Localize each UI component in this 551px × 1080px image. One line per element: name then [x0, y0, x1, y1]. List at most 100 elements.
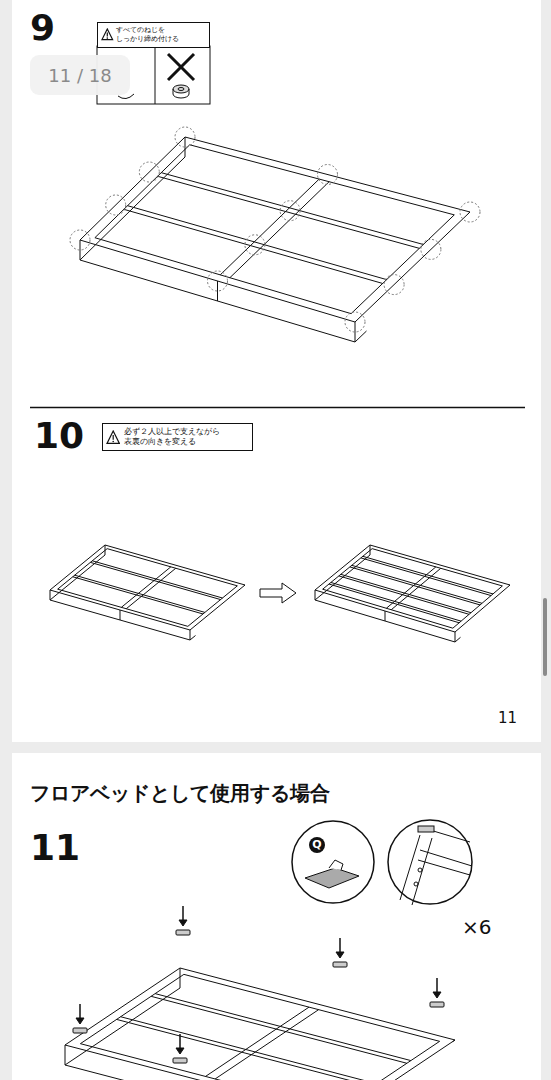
joint-marker: [106, 195, 126, 215]
joint-marker: [245, 235, 265, 255]
frame-edge: [80, 157, 185, 260]
frame-edge: [230, 182, 329, 278]
pad: [173, 1058, 187, 1063]
frame-edge: [355, 331, 367, 342]
frame-edge: [155, 994, 411, 1061]
frame-edge: [329, 584, 459, 623]
pad-detail: [418, 826, 434, 832]
frame-edge: [121, 1017, 377, 1080]
frame-edge: [391, 568, 441, 609]
frame-edge: [65, 1045, 66, 1065]
warning-text: 必ず２人以上で支えながら 表裏の向きを変える: [124, 427, 234, 447]
nut-icon: [173, 89, 189, 98]
frame-edge: [105, 545, 106, 555]
arrow-head: [76, 1018, 84, 1024]
frame-edge: [128, 206, 387, 280]
part-letter: Q: [309, 837, 325, 853]
frame-edge: [117, 1019, 373, 1080]
screw: [414, 882, 418, 886]
frame-detail: [400, 830, 472, 905]
frame-edge: [151, 996, 407, 1063]
frame-edge: [244, 585, 245, 587]
bed-frame-inner: [80, 974, 439, 1080]
warning-text: すべてのねじを しっかり締め付ける: [116, 26, 182, 44]
joint-marker: [139, 162, 159, 182]
joint-marker: [345, 312, 365, 332]
frame-edge: [315, 600, 455, 642]
joint-marker: [460, 202, 480, 222]
frame-edge: [50, 600, 190, 640]
frame-edge: [75, 575, 205, 612]
cross-mark: [168, 54, 194, 80]
frame-edge: [455, 637, 461, 642]
joint-marker: [280, 201, 300, 221]
frame-edge: [121, 567, 171, 608]
joint-marker: [208, 271, 228, 291]
cross-mark: [168, 54, 194, 80]
pad: [73, 1028, 87, 1033]
frame-edge: [73, 577, 203, 614]
frame-edge: [215, 1010, 319, 1079]
frame-edge: [190, 636, 196, 641]
bed-frame: [315, 545, 510, 632]
bed-frame-inner: [323, 549, 503, 629]
frame-edge: [331, 582, 461, 621]
frame-edge: [217, 281, 218, 301]
bed-frame-inner: [58, 549, 238, 627]
flip-arrow: [260, 583, 296, 603]
separator: [30, 407, 525, 408]
frame-edge: [206, 1007, 310, 1076]
frame-edge: [90, 562, 220, 599]
nut-icon: [178, 88, 184, 91]
joint-marker: [421, 239, 441, 259]
frame-edge: [385, 611, 386, 621]
arrow-head: [336, 952, 344, 958]
warning-icon: [106, 430, 120, 444]
frame-edge: [509, 585, 510, 587]
joint-marker: [175, 127, 195, 147]
frame-edge: [161, 173, 423, 245]
section-heading: フロアベッドとして使用する場合: [30, 783, 330, 803]
frame-edge: [453, 1040, 455, 1042]
scrollbar: [543, 598, 547, 676]
page-count: 11 / 18: [48, 65, 111, 86]
frame-edge: [355, 322, 356, 342]
screw: [418, 868, 422, 872]
pad: [176, 930, 190, 935]
step-number: 9: [30, 10, 55, 46]
detail-circle: [388, 820, 472, 904]
frame-edge: [92, 561, 222, 598]
arrow-head: [176, 1048, 184, 1054]
frame-edge: [339, 576, 469, 614]
frame-edge: [80, 260, 355, 342]
frame-edge: [361, 558, 491, 596]
divider: [155, 46, 156, 104]
frame-edge: [350, 567, 480, 605]
bed-frame: [80, 137, 470, 322]
frame-edge: [185, 137, 186, 157]
bed-frame-inner: [95, 145, 454, 314]
arrow-head: [433, 992, 441, 998]
frame-edge: [220, 179, 319, 275]
circle-outline: [291, 820, 375, 904]
joint-marker: [318, 165, 338, 185]
manual-page: [12, 0, 541, 742]
frame-edge: [80, 240, 81, 260]
pad: [430, 1002, 444, 1007]
page-number: 11: [498, 711, 517, 726]
frame-edge: [190, 630, 191, 640]
warning-box: すべてのねじを しっかり締め付ける: [97, 22, 210, 48]
frame-edge: [455, 632, 456, 642]
frame-edge: [126, 568, 176, 609]
step-number: 10: [34, 418, 84, 454]
frame-edge: [315, 590, 316, 600]
joint-marker: [70, 230, 90, 250]
frame-edge: [352, 565, 482, 603]
page-indicator: 11 / 18: [30, 55, 130, 95]
frame-edge: [158, 176, 420, 248]
warning-icon: [101, 28, 114, 41]
frame-edge: [120, 610, 121, 620]
frame-edge: [370, 545, 371, 555]
quantity: ×6: [462, 917, 491, 937]
